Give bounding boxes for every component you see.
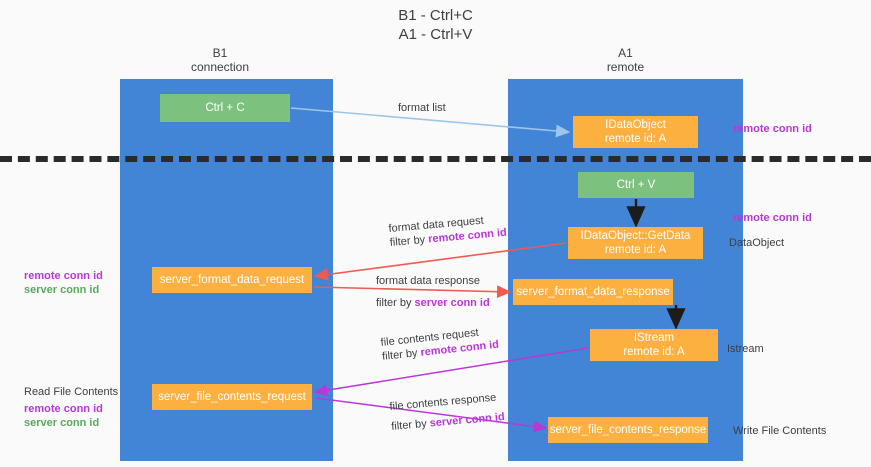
legend-mid-remote-conn-id: remote conn id [24,270,103,282]
side-label-dataobject: DataObject [729,237,785,249]
node-istream-title: IStream [633,332,675,344]
node-idataobject-getdata[interactable]: IDataObject::GetData remote id: A [568,227,703,259]
node-server-format-data-response[interactable]: server_format_data_response [513,279,673,305]
phase-divider [0,156,871,162]
legend-mid-server-conn-id: server conn id [24,284,100,296]
page-title: B1 - Ctrl+C A1 - Ctrl+V [398,7,473,43]
node-istream-remote[interactable]: IStream remote id: A [590,329,718,361]
edge-format-data-request [313,242,567,281]
node-server-format-data-request-label: server_format_data_request [159,274,305,286]
node-server-file-contents-request-label: server_file_contents_request [158,391,306,403]
legend-mid: remote conn id server conn id [24,269,103,297]
node-getdata-title: IDataObject::GetData [580,230,691,242]
node-istream-subtitle: remote id: A [623,346,685,358]
node-ctrl-c[interactable]: Ctrl + C [160,94,290,122]
edge-label-format-data-response: format data response filter by server co… [376,274,490,310]
edge-label-format-data-response-text: format data response [376,275,480,287]
filter-key-server-conn-id: server conn id [414,297,490,309]
filter-prefix: filter by [381,346,422,363]
node-server-file-contents-response[interactable]: server_file_contents_response [548,417,708,443]
node-server-file-contents-request[interactable]: server_file_contents_request [152,384,312,410]
side-label-remote-conn-id-mid: remote conn id [733,212,812,224]
node-getdata-subtitle: remote id: A [604,244,667,256]
node-server-file-contents-response-label: server_file_contents_response [549,424,707,436]
node-ctrl-v[interactable]: Ctrl + V [578,172,694,198]
edge-format-list [290,107,571,138]
edge-label-format-list: format list [398,102,446,114]
side-label-remote-conn-id-top: remote conn id [733,123,812,135]
legend-bottom-remote-conn-id: remote conn id [24,403,103,415]
node-server-format-data-response-label: server_format_data_response [516,286,670,298]
lane-header-a1: A1 remote [606,46,645,74]
edge-label-format-data-response-filter: filter by server conn id [376,296,490,310]
side-label-istream: Istream [727,343,764,355]
side-label-read-file-contents: Read File Contents [24,386,119,398]
node-ctrl-v-label: Ctrl + V [616,179,656,191]
legend-bottom: remote conn id server conn id [24,402,103,430]
node-ctrl-c-label: Ctrl + C [205,102,245,114]
node-idataobject-remote[interactable]: IDataObject remote id: A [573,116,698,148]
node-idataobject-subtitle: remote id: A [604,133,667,145]
filter-prefix: filter by [390,417,431,433]
edge-format-data-response [313,285,512,299]
side-label-write-file-contents: Write File Contents [733,425,827,437]
edge-file-contents-request [313,347,589,397]
node-server-format-data-request[interactable]: server_format_data_request [152,267,312,293]
node-idataobject-title: IDataObject [605,119,666,131]
legend-bottom-server-conn-id: server conn id [24,417,100,429]
edge-file-contents-response [315,397,548,433]
filter-prefix: filter by [376,297,415,309]
lane-header-b1: B1 connection [190,46,250,74]
filter-prefix: filter by [389,233,429,249]
